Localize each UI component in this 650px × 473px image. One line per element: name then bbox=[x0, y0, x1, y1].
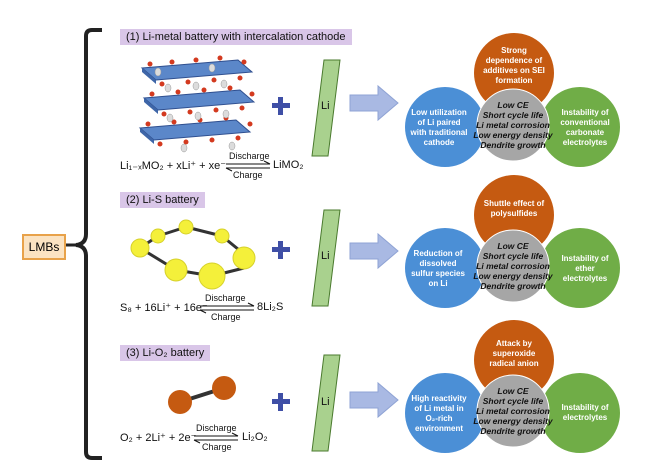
row3-issue-right: Instability of electrolytes bbox=[561, 403, 609, 422]
row1-issue-top: Strong dependence of additives on SEI fo… bbox=[483, 46, 545, 85]
row3-center-1: Low CE bbox=[497, 386, 529, 396]
row2-issue-left: Reduction of dissolved sulfur species on… bbox=[411, 249, 465, 288]
row2-issue-top: Shuttle effect of polysulfides bbox=[483, 199, 545, 218]
row3-anode-label: Li bbox=[321, 396, 330, 408]
li-anodes bbox=[311, 59, 341, 452]
row2-anode-label: Li bbox=[321, 250, 330, 262]
row2-center-5: Dendrite growth bbox=[480, 281, 546, 291]
row2-equation-right: 8Li₂S bbox=[257, 301, 284, 313]
row2-center-4: Low energy density bbox=[473, 271, 553, 281]
row1-center-4: Low energy density bbox=[473, 130, 553, 140]
row1-center-2: Short cycle life bbox=[482, 110, 544, 120]
row2-center-3: Li metal corrosion bbox=[476, 261, 550, 271]
row2-arrow-top: Discharge bbox=[205, 293, 246, 303]
block-arrows bbox=[349, 84, 399, 419]
row1-arrow-top: Discharge bbox=[229, 151, 270, 161]
row1-arrow-bottom: Charge bbox=[233, 170, 263, 180]
row2-title: (2) Li-S battery bbox=[120, 192, 205, 208]
row1-equation-left: Li₁₋ₓMO₂ + xLi⁺ + xe⁻ bbox=[120, 160, 227, 172]
row3-issue-left: High reactivity of Li metal in O₂-rich e… bbox=[411, 394, 467, 433]
row1-issue-left: Low utilization of Li paired with tradit… bbox=[410, 108, 468, 147]
row1-title: (1) Li-metal battery with intercalation … bbox=[120, 29, 352, 45]
row1-center-3: Li metal corrosion bbox=[476, 120, 550, 130]
row3-center-5: Dendrite growth bbox=[480, 426, 546, 436]
equation-arrows bbox=[193, 160, 271, 444]
row1-anode-label: Li bbox=[321, 100, 330, 112]
row3-center-4: Low energy density bbox=[473, 416, 553, 426]
row2-center-1: Low CE bbox=[497, 241, 529, 251]
plus-signs bbox=[272, 97, 290, 411]
row3-arrow-top: Discharge bbox=[196, 423, 237, 433]
issue-cluster-2 bbox=[405, 175, 620, 308]
row3-equation-right: Li₂O₂ bbox=[242, 431, 268, 443]
sulfur-ring bbox=[130, 219, 256, 290]
issue-cluster-1 bbox=[405, 33, 620, 167]
row3-issue-top: Attack by superoxide radical anion bbox=[489, 339, 539, 368]
row1-equation-right: LiMO₂ bbox=[273, 159, 304, 171]
lmbs-label: LMBs bbox=[22, 234, 66, 260]
row2-center-2: Short cycle life bbox=[482, 251, 544, 261]
intercalation-cathode-structure bbox=[138, 55, 256, 153]
row1-issue-right: Instability of conventional carbonate el… bbox=[560, 108, 610, 147]
issue-cluster-3 bbox=[405, 320, 620, 453]
row1-center-1: Low CE bbox=[497, 100, 529, 110]
row2-arrow-bottom: Charge bbox=[211, 312, 241, 322]
row1-center-5: Dendrite growth bbox=[480, 140, 546, 150]
row2-issue-right: Instability of ether electrolytes bbox=[561, 254, 609, 283]
row3-center-2: Short cycle life bbox=[482, 396, 544, 406]
row2-equation-left: S₈ + 16Li⁺ + 16e⁻ bbox=[120, 302, 208, 314]
row3-arrow-bottom: Charge bbox=[202, 442, 232, 452]
row3-title: (3) Li-O₂ battery bbox=[120, 345, 211, 361]
oxygen-molecule bbox=[168, 376, 236, 414]
row3-center-3: Li metal corrosion bbox=[476, 406, 550, 416]
row3-equation-left: O₂ + 2Li⁺ + 2e⁻ bbox=[120, 432, 197, 444]
main-bracket bbox=[75, 28, 102, 460]
